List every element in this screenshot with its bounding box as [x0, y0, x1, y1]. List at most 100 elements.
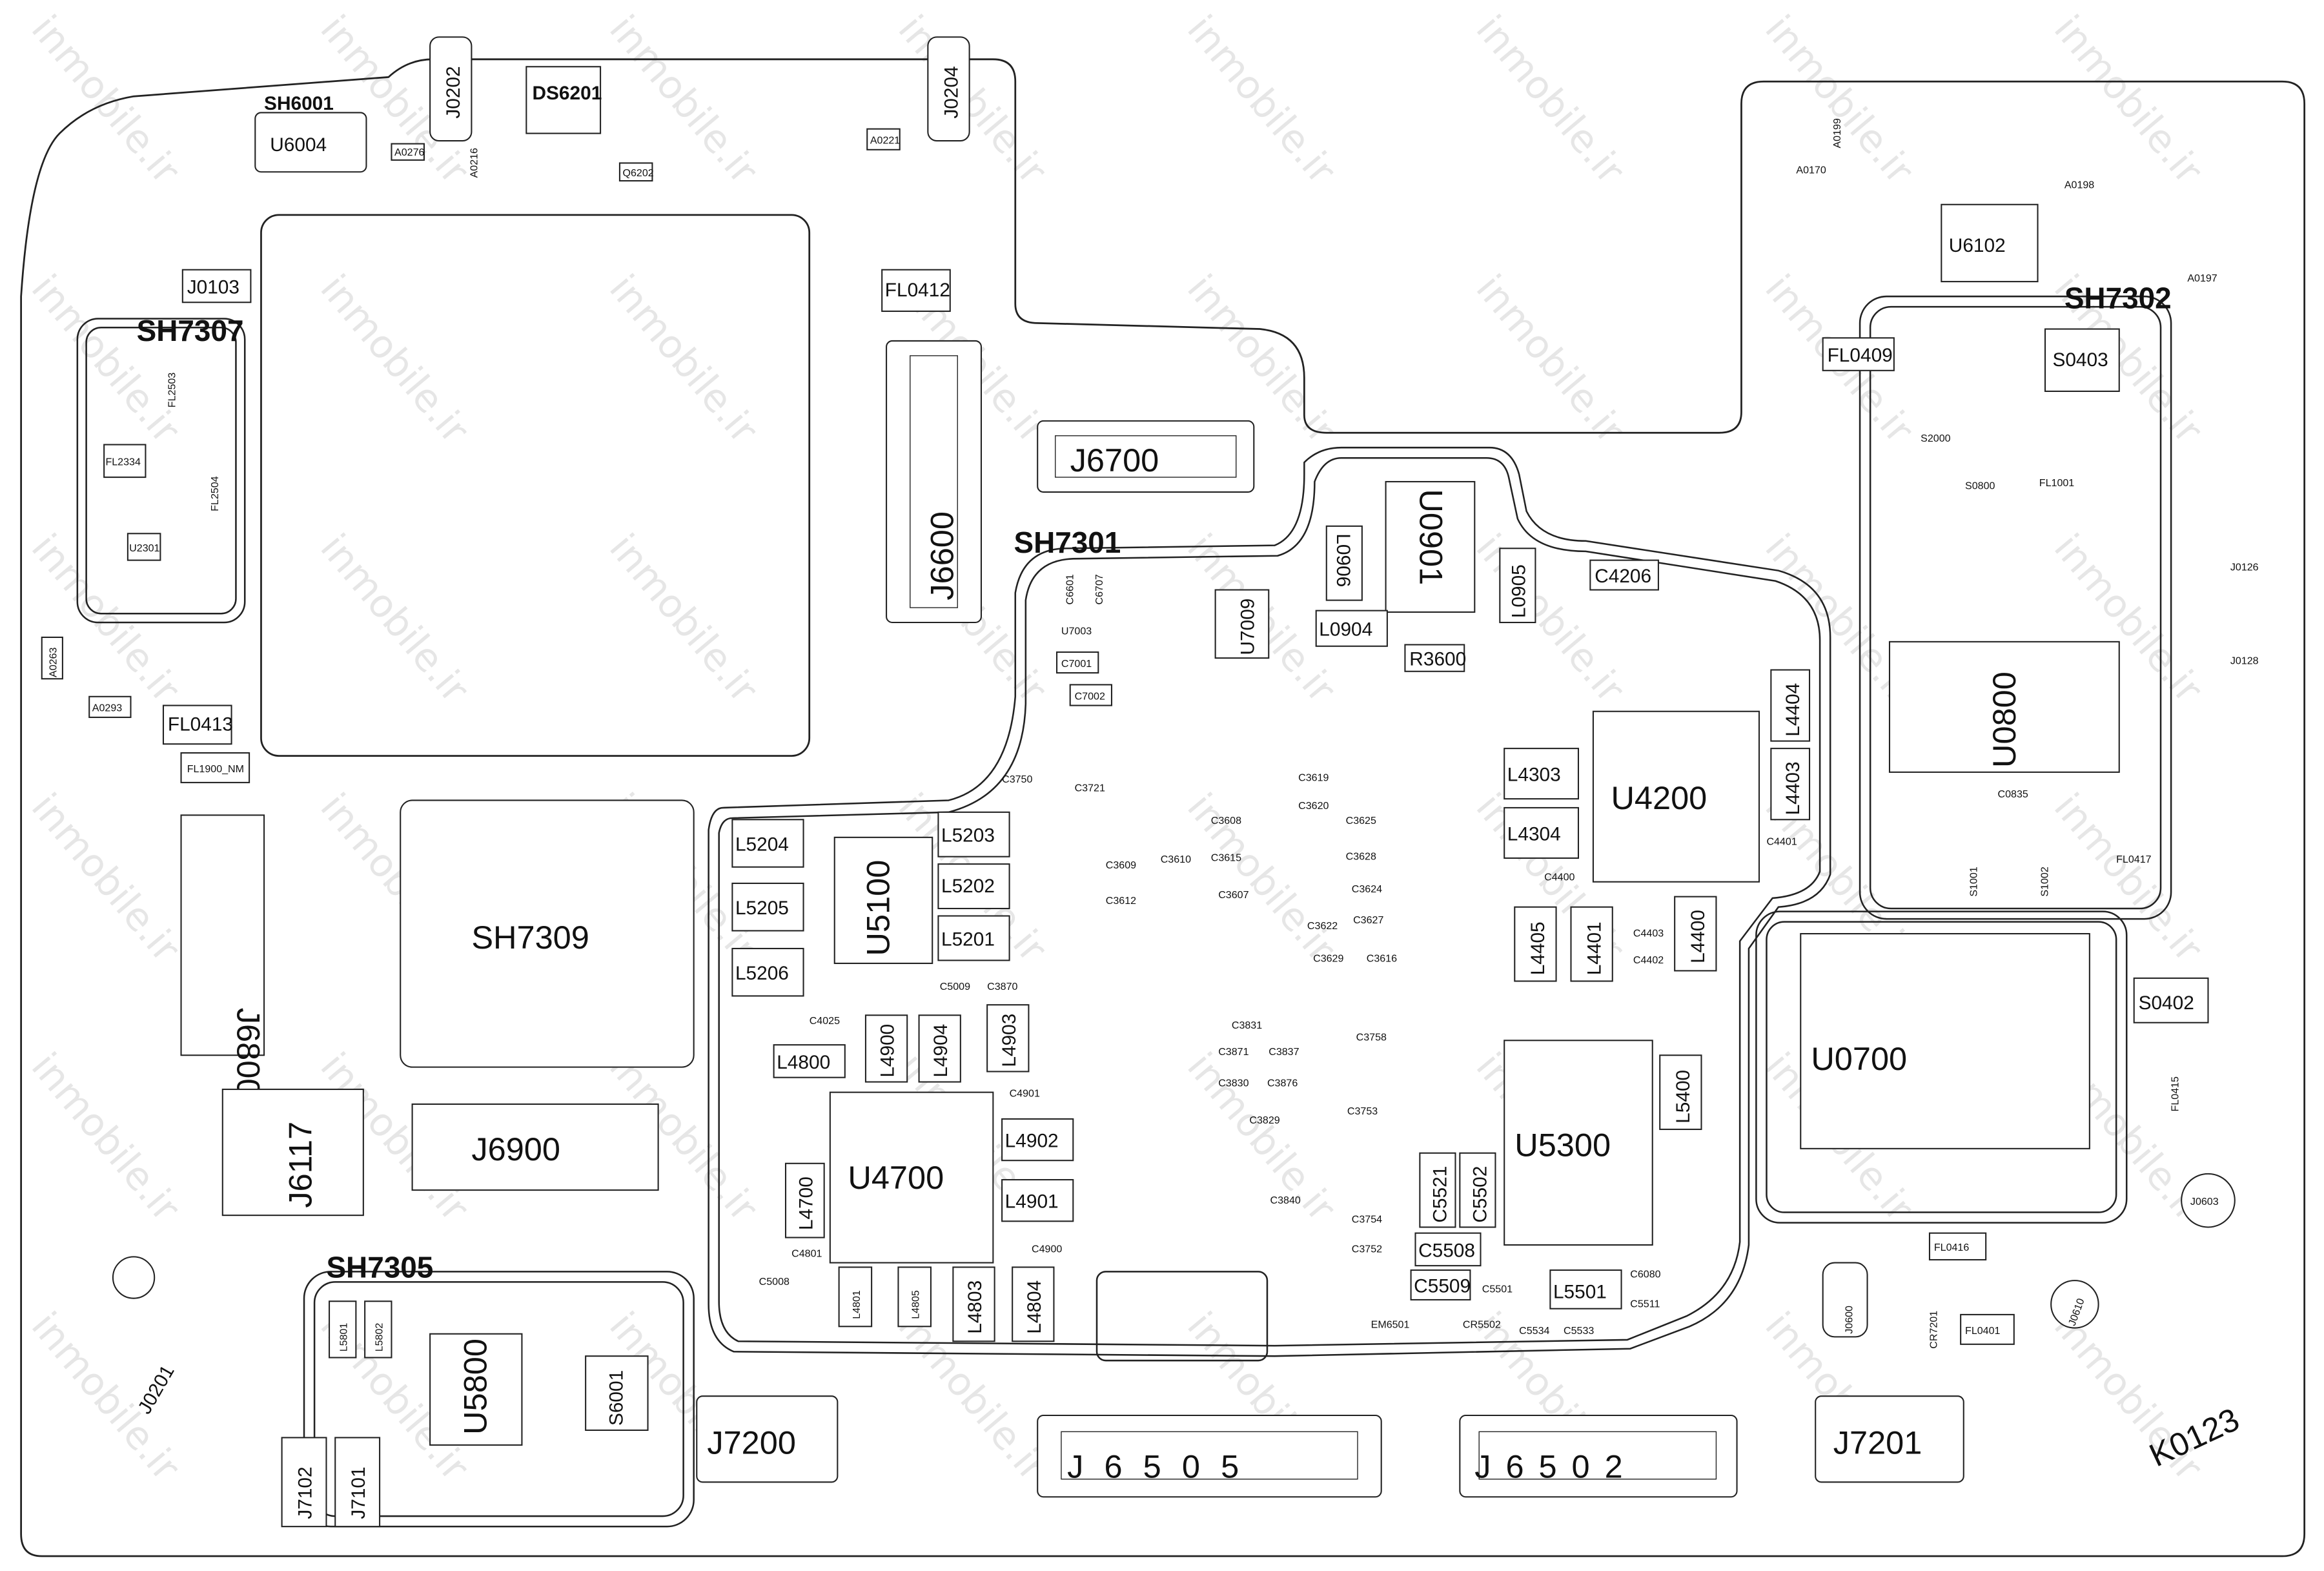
inductor-l4902	[1001, 1118, 1074, 1162]
label-j6800: J6800	[230, 1008, 267, 1097]
label-l4900: L4900	[877, 1024, 899, 1078]
chip-u4200	[1592, 710, 1760, 883]
label-j6700: J6700	[1070, 442, 1159, 478]
chip-u4700	[829, 1091, 994, 1264]
label-j7102: J7102	[295, 1466, 316, 1519]
label-l5801: L5801	[338, 1323, 350, 1352]
inductor-l4401	[1570, 906, 1613, 982]
label-a0197: A0197	[2187, 272, 2217, 284]
pad-a0276	[391, 143, 425, 161]
shield-sh7307-outline	[76, 318, 246, 624]
filter-fl0413	[162, 704, 232, 745]
label-c5009: C5009	[940, 981, 970, 992]
label-l4901: L4901	[1005, 1191, 1059, 1213]
label-u4700: U4700	[848, 1159, 944, 1196]
watermark-text: inmobile.ir	[311, 267, 477, 452]
label-c5501: C5501	[1482, 1283, 1513, 1295]
label-c3610: C3610	[1161, 854, 1191, 865]
label-l4400: L4400	[1687, 910, 1709, 963]
watermark-text: inmobile.ir	[2045, 1304, 2211, 1490]
watermark-text: inmobile.ir	[1467, 526, 1633, 712]
cap-c7001	[1056, 651, 1099, 674]
connector-j0202	[429, 36, 473, 142]
main-shield-outline	[708, 446, 1831, 1357]
label-j0600: J0600	[1844, 1306, 1855, 1334]
label-c3628: C3628	[1346, 850, 1376, 862]
label-em6501: EM6501	[1371, 1319, 1410, 1331]
inductor-l5400	[1659, 1054, 1702, 1131]
watermark-text: inmobile.ir	[1756, 7, 1922, 192]
label-c4402: C4402	[1633, 954, 1664, 966]
inductor-group-l52: L5204 L5205 L5206 L5203 L5202 L5201	[731, 811, 1010, 997]
label-c3876: C3876	[1267, 1077, 1298, 1089]
label-c5534: C5534	[1519, 1325, 1549, 1337]
watermark-text: inmobile.ir	[2045, 7, 2211, 192]
label-j7200: J7200	[707, 1424, 796, 1461]
label-c3837: C3837	[1269, 1046, 1299, 1058]
watermark-text: inmobile.ir	[600, 526, 766, 712]
label-l0906: L0906	[1332, 533, 1354, 587]
label-sh7301: SH7301	[1014, 526, 1121, 559]
connector-j7201	[1815, 1395, 1964, 1483]
shield-u0700-outline	[1755, 910, 2128, 1224]
label-l4904: L4904	[930, 1024, 952, 1078]
label-c5508: C5508	[1418, 1240, 1475, 1261]
label-l0905: L0905	[1508, 564, 1529, 618]
label-u0800: U0800	[1986, 672, 2023, 768]
label-c3624: C3624	[1352, 883, 1382, 895]
connector-j6900	[411, 1103, 659, 1191]
inductor-l4700	[784, 1162, 825, 1238]
cap-c5508	[1414, 1232, 1482, 1267]
label-c3627: C3627	[1353, 914, 1383, 926]
label-c5521: C5521	[1430, 1166, 1451, 1223]
label-fl0413: FL0413	[168, 714, 233, 735]
inductor-l4901	[1001, 1179, 1074, 1222]
inductor-l4403	[1770, 748, 1811, 821]
label-j6505: J6505	[1067, 1448, 1259, 1484]
label-c3830: C3830	[1218, 1077, 1249, 1089]
label-l4903: L4903	[999, 1014, 1020, 1067]
label-a0199: A0199	[1831, 118, 1843, 148]
label-sh7305: SH7305	[326, 1251, 433, 1284]
label-u5300: U5300	[1514, 1126, 1611, 1163]
label-c4400: C4400	[1544, 871, 1575, 883]
label-l4801: L4801	[851, 1290, 862, 1319]
label-j0128: J0128	[2230, 655, 2259, 666]
label-a0293: A0293	[92, 703, 122, 714]
label-l4405: L4405	[1527, 921, 1549, 975]
label-a0276: A0276	[394, 147, 424, 158]
watermark-text: inmobile.ir	[890, 7, 1055, 192]
label-j7201: J7201	[1833, 1424, 1922, 1461]
label-l4304: L4304	[1507, 823, 1561, 845]
inductor-l0904	[1315, 610, 1388, 647]
label-c5533: C5533	[1564, 1325, 1594, 1337]
label-u5100: U5100	[860, 860, 897, 956]
label-j6600: J6600	[923, 511, 960, 601]
label-c3750: C3750	[1002, 774, 1032, 785]
watermark-text: inmobile.ir	[311, 526, 477, 712]
label-fl0416: FL0416	[1934, 1242, 1970, 1253]
label-c6707: C6707	[1094, 574, 1105, 604]
label-j6117: J6117	[282, 1122, 319, 1208]
inductor-l4804	[1012, 1266, 1055, 1342]
label-l4803: L4803	[964, 1280, 986, 1334]
inductor-l4801	[838, 1266, 873, 1328]
connector-j7101	[334, 1437, 381, 1528]
label-a0198: A0198	[2064, 180, 2094, 191]
component-ds6201	[525, 66, 602, 134]
connector-j7102	[281, 1437, 327, 1528]
filter-fl0409	[1822, 337, 1895, 371]
label-l4800: L4800	[777, 1052, 830, 1073]
label-c3871: C3871	[1218, 1046, 1249, 1058]
label-c3622: C3622	[1307, 920, 1338, 932]
label-j0201: J0201	[134, 1362, 179, 1418]
label-l5201: L5201	[941, 929, 995, 950]
shield-sh7302-inner	[1869, 305, 2162, 910]
shield-sh7307-inner	[85, 326, 237, 615]
resistor-r3600	[1404, 644, 1465, 672]
watermark-text: inmobile.ir	[1178, 1045, 1344, 1230]
watermark-text: inmobile.ir	[23, 1045, 189, 1230]
label-l4805: L4805	[910, 1290, 922, 1319]
connector-j6502-inner	[1478, 1431, 1717, 1480]
label-q6202: Q6202	[623, 167, 654, 179]
